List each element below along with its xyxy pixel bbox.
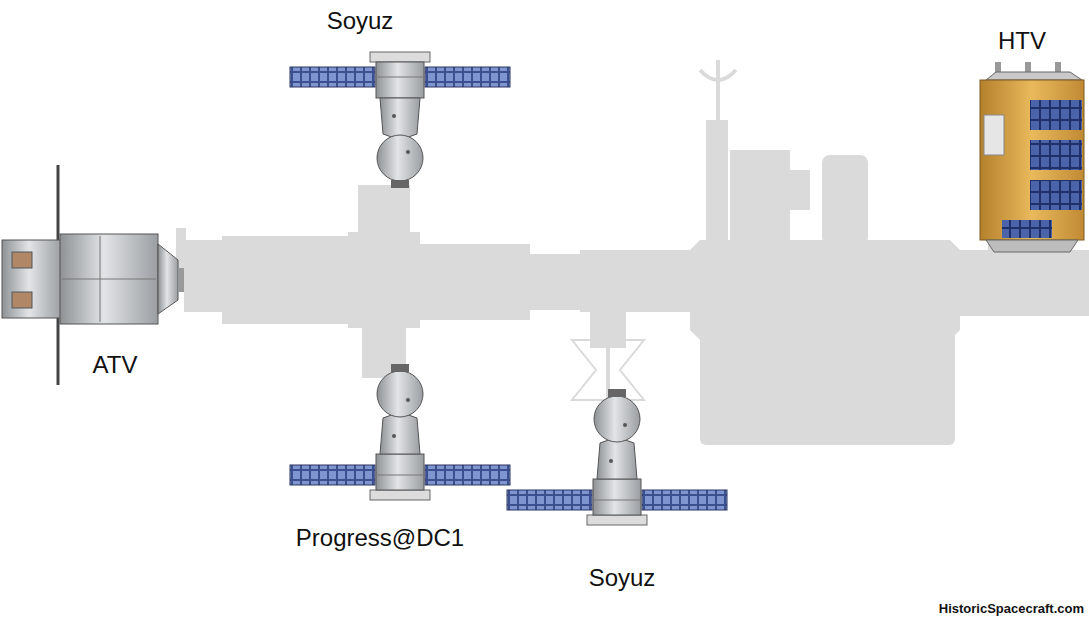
spacecraft-label: HTV (998, 28, 1046, 54)
spacecraft-label: Progress@DC1 (296, 525, 464, 551)
watermark: HistoricSpacecraft.com (939, 602, 1084, 616)
spacecraft-label: Soyuz (589, 565, 656, 591)
spacecraft-label: ATV (93, 352, 138, 378)
spacecraft-label: Soyuz (327, 8, 394, 34)
